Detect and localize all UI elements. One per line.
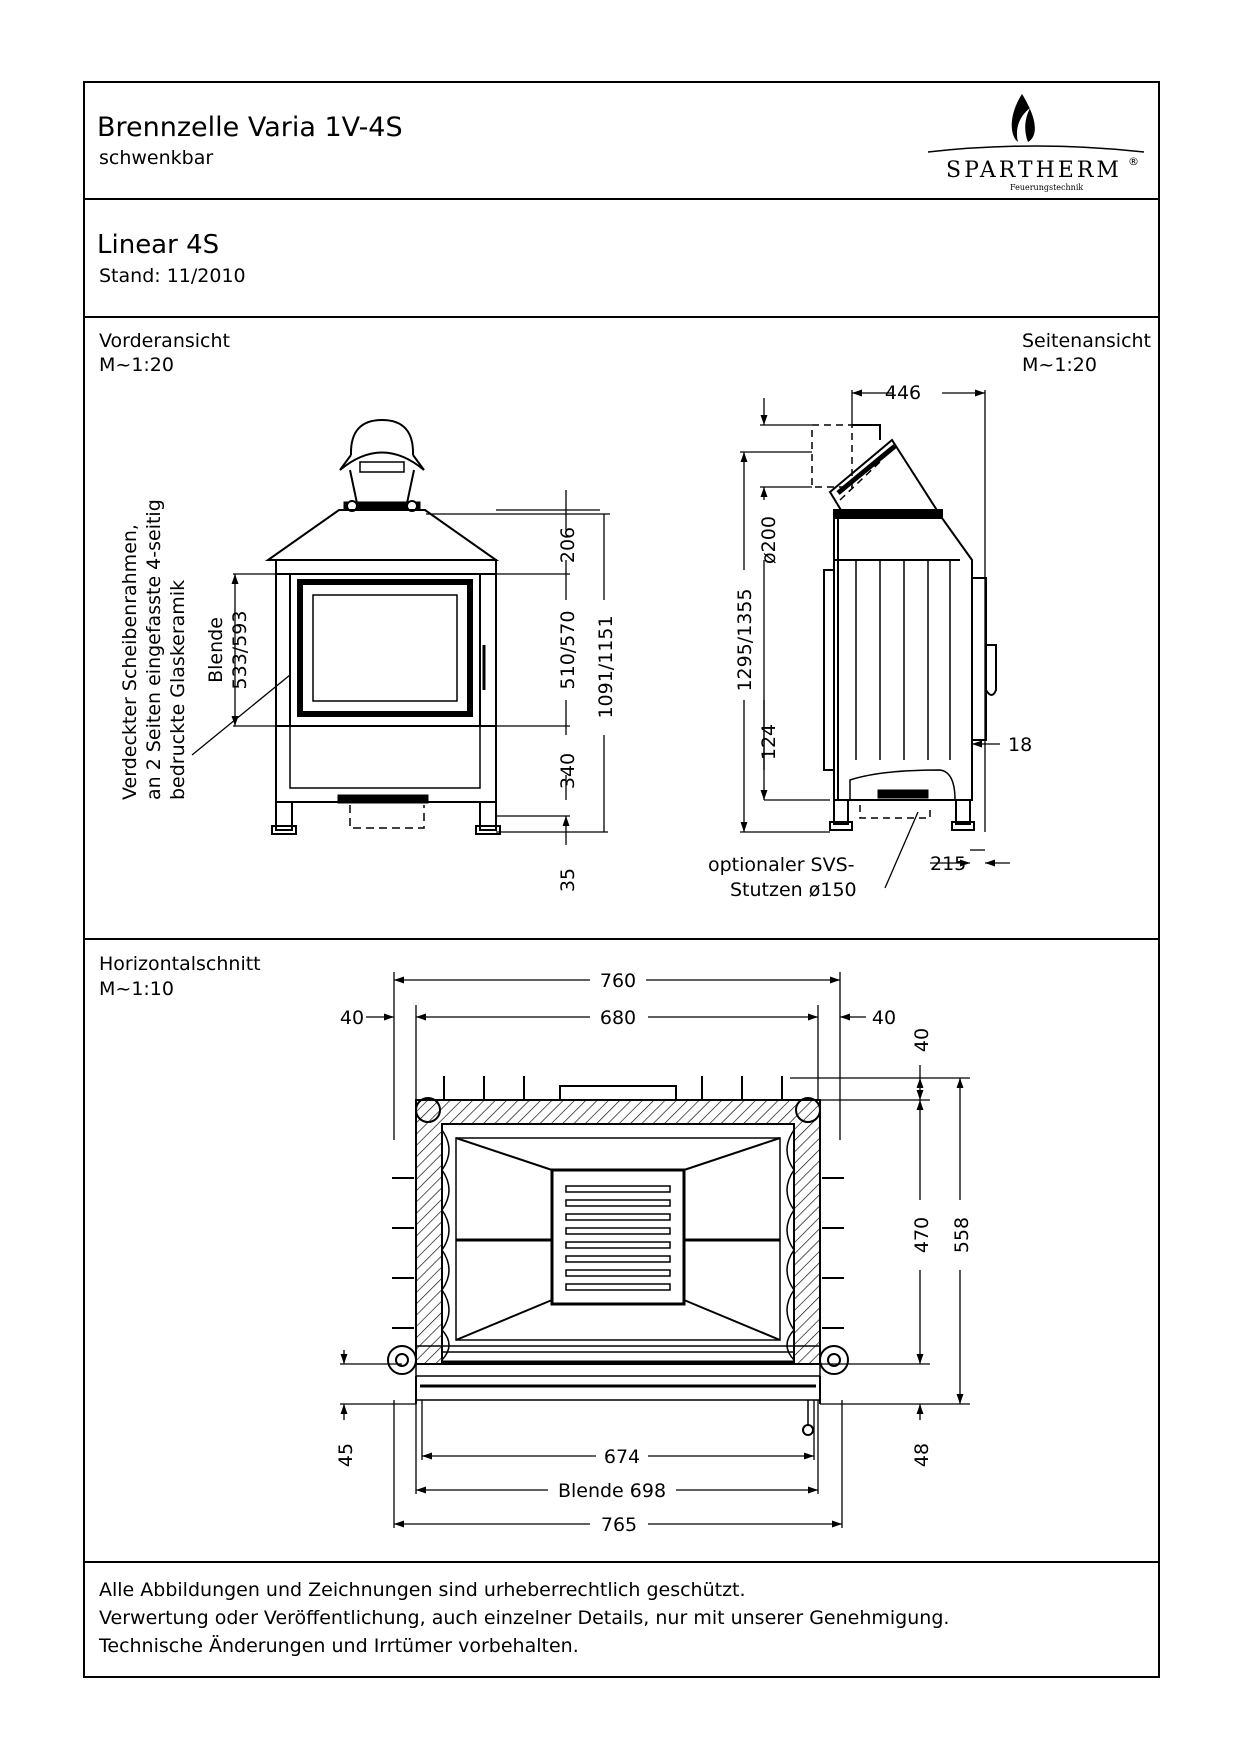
section-view-title: Horizontalschnitt: [99, 953, 261, 975]
product-title: Brennzelle Varia 1V-4S: [97, 112, 403, 143]
brand-registered: ®: [1128, 155, 1139, 168]
dim-124: 124: [758, 724, 780, 760]
side-dimensions: [740, 389, 1010, 889]
blende-label: Blende: [205, 617, 227, 683]
dim-674: 674: [604, 1446, 640, 1468]
dim-470: 470: [911, 1217, 933, 1253]
dim-35: 35: [557, 868, 579, 892]
header-divider: [83, 198, 1160, 200]
section-dimensions: [340, 972, 970, 1528]
flame-icon: [927, 94, 1145, 153]
footer-disclaimer: Technische Änderungen und Irrtümer vorbe…: [99, 1635, 579, 1657]
side-view-scale: M~1:20: [1022, 354, 1097, 376]
svs-line-2: Stutzen ø150: [730, 879, 857, 901]
dim-510-570: 510/570: [557, 611, 579, 690]
dim-40-vertical: 40: [911, 1028, 933, 1052]
dim-760: 760: [600, 970, 636, 992]
dim-40-left: 40: [340, 1007, 364, 1029]
model-name: Linear 4S: [97, 230, 220, 260]
views-divider: [83, 938, 1160, 940]
front-dimensions: [426, 490, 610, 845]
drawing-frame: [83, 81, 1160, 1678]
dim-45: 45: [335, 1443, 357, 1467]
section-drawing: [387, 1076, 849, 1436]
brand-name: SPARTHERM: [946, 158, 1122, 183]
brand-tagline: Feuerungstechnik: [1010, 183, 1084, 192]
note-line-2: an 2 Seiten eingefasste 4-seitig: [143, 499, 165, 800]
note-line-3: bedruckte Glaskeramik: [167, 580, 189, 800]
section-divider: [83, 1561, 1160, 1563]
side-view-drawing: [811, 424, 997, 831]
front-view-drawing: [191, 418, 501, 835]
product-subtitle: schwenkbar: [99, 147, 214, 169]
side-view-title: Seitenansicht: [1022, 330, 1152, 352]
model-divider: [83, 316, 1160, 318]
model-stand: Stand: 11/2010: [99, 265, 246, 287]
dim-1295-1355: 1295/1355: [734, 588, 756, 691]
dim-680: 680: [600, 1007, 636, 1029]
front-view-title: Vorderansicht: [99, 330, 230, 352]
footer-copyright: Alle Abbildungen und Zeichnungen sind ur…: [99, 1579, 746, 1601]
dim-558: 558: [951, 1217, 973, 1253]
note-line-1: Verdeckter Scheibenrahmen,: [119, 524, 141, 800]
front-view-scale: M~1:20: [99, 354, 174, 376]
dim-765: 765: [601, 1514, 637, 1536]
dim-blende-698: Blende 698: [558, 1480, 666, 1502]
dim-340: 340: [557, 753, 579, 789]
dim-206: 206: [557, 527, 579, 563]
dim-200: ø200: [758, 516, 780, 564]
dim-40-right: 40: [872, 1007, 896, 1029]
section-view-scale: M~1:10: [99, 978, 174, 1000]
dim-48: 48: [911, 1443, 933, 1467]
svs-line-1: optionaler SVS-: [708, 854, 855, 876]
footer-usage: Verwertung oder Veröffentlichung, auch e…: [99, 1607, 950, 1629]
spartherm-logo: SPARTHERM ® Feuerungstechnik: [918, 86, 1148, 194]
dim-215: 215: [930, 853, 966, 875]
dim-446: 446: [885, 382, 921, 404]
dim-1091-1151: 1091/1151: [595, 615, 617, 718]
blende-value: 533/593: [229, 611, 251, 690]
dim-18: 18: [1008, 734, 1032, 756]
